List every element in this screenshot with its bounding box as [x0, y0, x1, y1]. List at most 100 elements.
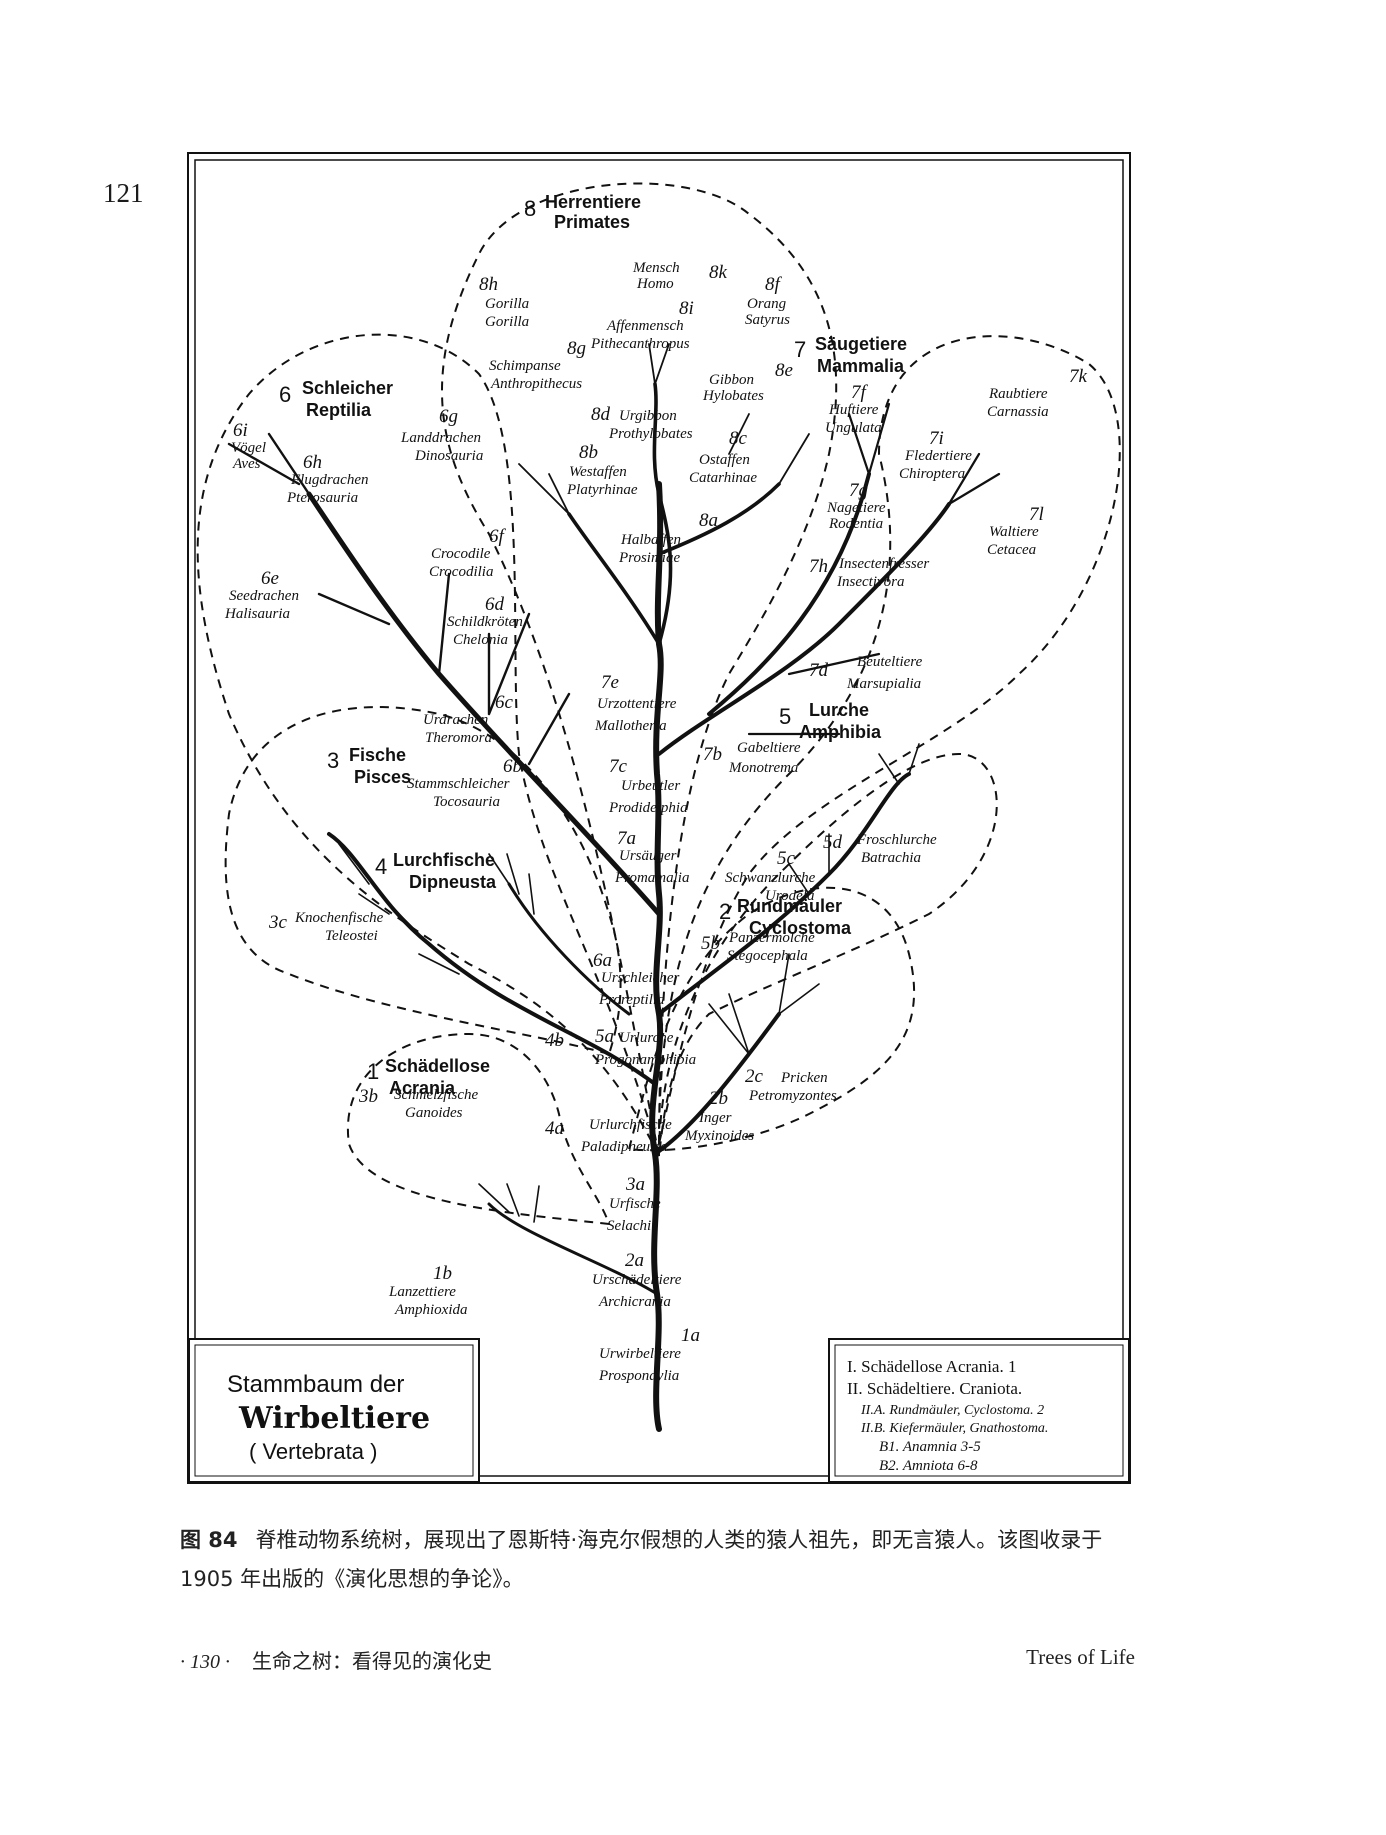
group-3-num: 3 — [327, 748, 339, 773]
node-6g-code: 6g — [439, 406, 458, 427]
node-7c-code: 7c — [609, 756, 628, 777]
node-8d-de: Urgibbon — [619, 408, 677, 424]
group-4-lat: Dipneusta — [409, 872, 497, 892]
legend-line-1: I. Schädellose Acrania. 1 — [847, 1357, 1016, 1376]
node-7e-lat: Mallotheria — [594, 718, 667, 734]
group-8-de: Herrentiere — [545, 192, 641, 212]
node-1a-lat: Prospondylia — [598, 1368, 679, 1384]
node-7c-de: Urbeutler — [621, 778, 680, 794]
node-7k-lat: Carnassia — [987, 404, 1049, 420]
node-7a-lat: Promamalia — [614, 870, 689, 886]
node-8i-de: Affenmensch — [606, 318, 684, 334]
node-7l-de: Waltiere — [989, 524, 1039, 540]
group-3-de: Fische — [349, 745, 406, 765]
legend-box: I. Schädellose Acrania. 1 II. Schädeltie… — [828, 1338, 1129, 1482]
node-7f-de: Huftiere — [828, 402, 879, 418]
node-5b-code: 5b — [701, 933, 720, 954]
node-5b-de: Panzermolche — [728, 930, 815, 946]
node-6h-lat: Pterosauria — [286, 490, 358, 506]
node-7b-lat: Monotrema — [728, 760, 798, 776]
node-7i-lat: Chiroptera — [899, 466, 965, 482]
node-8d-code: 8d — [591, 404, 611, 425]
node-1b-de: Lanzettiere — [388, 1284, 456, 1300]
caption-label: 图 84 — [180, 1528, 238, 1552]
group-8-lat: Primates — [554, 212, 630, 232]
node-8a-code: 8a — [699, 510, 718, 531]
node-8f-lat: Satyrus — [745, 312, 790, 328]
node-7l-lat: Cetacea — [987, 542, 1036, 558]
node-3c-lat: Teleostei — [325, 928, 378, 944]
node-5d-lat: Batrachia — [861, 850, 921, 866]
branch-cyclostoma — [653, 1012, 781, 1156]
node-8i-code: 8i — [679, 298, 694, 319]
node-8f-de: Orang — [747, 296, 787, 312]
node-7h-de: Insectenfresser — [838, 556, 929, 572]
node-2a-code: 2a — [625, 1250, 644, 1271]
node-5b-lat: Stegocephala — [727, 948, 808, 964]
group-1-num: 1 — [367, 1059, 379, 1084]
node-3c-code: 3c — [268, 912, 288, 933]
node-7l-code: 7l — [1029, 504, 1044, 525]
node-8c-lat: Catarhinae — [689, 470, 757, 486]
node-7e-de: Urzottentiere — [597, 696, 677, 712]
trunk — [649, 481, 664, 1432]
node-7d-lat: Marsupialia — [846, 676, 921, 692]
legend-line-6: B2. Amniota 6-8 — [879, 1458, 978, 1474]
node-5a-code: 5a — [595, 1026, 614, 1047]
node-5d-code: 5d — [823, 832, 843, 853]
node-7c-lat: Prodidelphia — [608, 800, 688, 816]
group-2-num: 2 — [719, 899, 731, 924]
node-7g-de: Nagetiere — [826, 500, 886, 516]
node-8h-code: 8h — [479, 274, 498, 295]
node-7f-code: 7f — [851, 382, 869, 403]
legend-line-3: II.A. Rundmäuler, Cyclostoma. 2 — [860, 1403, 1044, 1418]
node-6i-lat: Aves — [232, 456, 261, 472]
node-7g-lat: Rodentia — [828, 516, 883, 532]
node-8d-lat: Prothylobates — [608, 426, 693, 442]
group-4-num: 4 — [375, 854, 387, 879]
node-8b-code: 8b — [579, 442, 598, 463]
node-7k-code: 7k — [1069, 366, 1088, 387]
node-4a-code: 4a — [545, 1118, 564, 1139]
node-2b-lat: Myxinoides — [684, 1128, 754, 1144]
node-1b-code: 1b — [433, 1263, 452, 1284]
node-6b-lat: Tocosauria — [433, 794, 500, 810]
branch-pisces — [327, 832, 657, 1086]
node-3a-de: Urfische — [609, 1196, 661, 1212]
node-5c-de: Schwanzlurche — [725, 870, 816, 886]
legend-line-4: II.B. Kiefermäuler, Gnathostoma. — [860, 1421, 1048, 1436]
node-5a-de: Urlurche — [619, 1030, 674, 1046]
outline-primates — [441, 182, 838, 1157]
group-2-de: Rundmäuler — [737, 896, 842, 916]
group-6-num: 6 — [279, 382, 291, 407]
page-number: 121 — [103, 178, 144, 208]
node-8k-de: Mensch — [632, 260, 680, 276]
footer-left: · 130 ·生命之树：看得见的演化史 — [180, 1645, 492, 1674]
node-8b-lat: Platyrhinae — [566, 482, 638, 498]
node-5a-lat: Progonamphibia — [594, 1052, 696, 1068]
outline-reptilia — [196, 333, 660, 1157]
group-2-lat: Cyclostoma — [749, 918, 852, 938]
node-6g-de: Landdrachen — [400, 430, 481, 446]
group-6-de: Schleicher — [302, 378, 393, 398]
node-8g-code: 8g — [567, 338, 586, 359]
node-6d-code: 6d — [485, 594, 505, 615]
node-5c-code: 5c — [777, 848, 796, 869]
node-2a-lat: Archicrania — [598, 1294, 671, 1310]
node-7a-code: 7a — [617, 828, 636, 849]
node-6b-code: 6b — [503, 756, 522, 777]
node-7d-de: Beuteltiere — [857, 654, 923, 670]
group-6-lat: Reptilia — [306, 400, 372, 420]
node-6e-de: Seedrachen — [229, 588, 299, 604]
node-6f-de: Crocodile — [431, 546, 491, 562]
node-8i-lat: Pithecanthropus — [590, 336, 690, 352]
node-7e-code: 7e — [601, 672, 619, 693]
node-7i-code: 7i — [929, 428, 944, 449]
node-3a-code: 3a — [625, 1174, 645, 1195]
node-2c-lat: Petromyzontes — [748, 1088, 837, 1104]
node-6i-code: 6i — [233, 420, 248, 441]
inner-frame — [194, 159, 1124, 1477]
node-3b-code: 3b — [358, 1086, 378, 1107]
node-7f-lat: Ungulata — [825, 420, 882, 436]
